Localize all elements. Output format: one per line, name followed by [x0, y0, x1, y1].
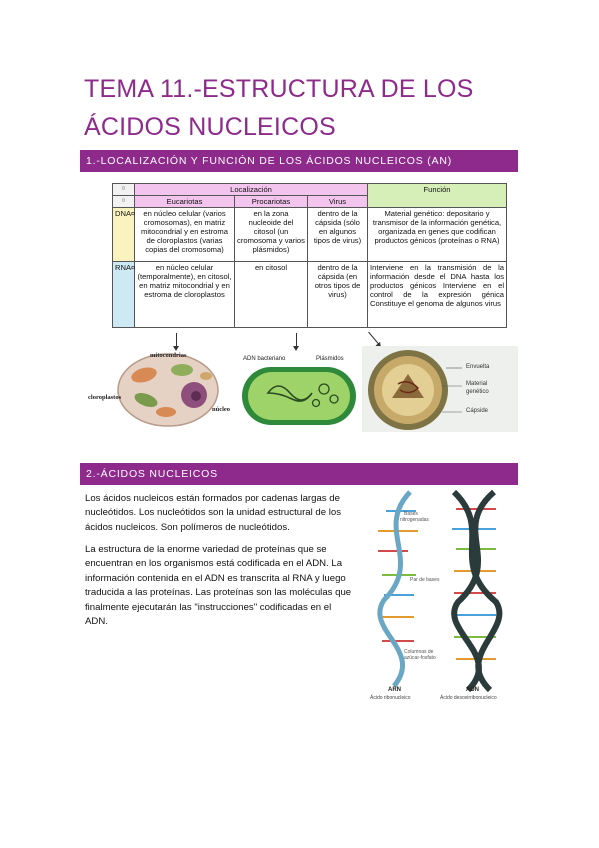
- label-capside: Cápside: [466, 408, 489, 414]
- dna-procariotas: en la zona nucleoide del citosol (un cro…: [234, 207, 308, 262]
- row-label-dna: DNA¤: [112, 207, 135, 262]
- label-nucleo: núcleo: [212, 406, 231, 413]
- label-envuelta: Envuelta: [466, 364, 490, 370]
- arrow-down-icon: [173, 333, 179, 351]
- arrow-down-icon: [368, 331, 380, 345]
- paragraph-1: Los ácidos nucleicos están formados por …: [85, 493, 341, 533]
- label-adn: ADN: [466, 687, 479, 693]
- arrow-down-icon: [293, 333, 299, 351]
- label-arn-full: Ácido ribonucleico: [370, 695, 411, 701]
- label-adn-full: Ácido desoxirribonucleico: [440, 695, 497, 701]
- virus-illustration: [362, 346, 518, 432]
- rna-funcion: Interviene en la transmisión de la infor…: [367, 261, 508, 328]
- label-columnas: Columnas de: [404, 649, 434, 655]
- label-material: Material: [466, 381, 488, 387]
- header-localizacion: Localización: [133, 183, 369, 196]
- label-cloroplastos: cloroplastos: [88, 394, 122, 401]
- rna-procariotas: en citosol: [234, 261, 308, 328]
- section-heading-2: 2.-ÁCIDOS NUCLEICOS: [80, 463, 518, 485]
- label-adn-bacteriano: ADN bacteriano: [243, 356, 286, 362]
- label-par-bases: Par de bases: [410, 577, 440, 583]
- label-nitrogenadas: nitrogenadas: [400, 517, 429, 523]
- paragraph-2: La estructura de la enorme variedad de p…: [85, 544, 352, 628]
- eukaryotic-cell-illustration: [117, 353, 219, 427]
- rna-virus: dentro de la cápsida (en otros tipos de …: [306, 261, 369, 328]
- header-eucariotas: Eucariotas: [134, 195, 235, 208]
- table-corner: ¤: [112, 183, 135, 196]
- bacterium-illustration: [242, 367, 356, 425]
- table-row: ¤ Localización Función: [112, 183, 508, 208]
- label-mitocondrias: mitocondrias: [150, 352, 187, 359]
- row-label-rna: RNA¤: [112, 261, 135, 328]
- section-heading-1: 1.-LOCALIZACIÓN Y FUNCIÓN DE LOS ÁCIDOS …: [80, 150, 518, 172]
- table-corner: ¤: [112, 195, 135, 208]
- dna-virus: dentro de la cápsida (sólo en algunos ti…: [306, 207, 369, 262]
- label-azucar: azúcar-fosfato: [404, 655, 436, 661]
- dna-eucariotas: en núcleo celular (varios cromosomas), e…: [134, 207, 235, 262]
- table-row: DNA¤ en núcleo celular (varios cromosoma…: [112, 207, 508, 262]
- dna-rna-illustration: [377, 490, 503, 693]
- rna-eucariotas: en núcleo celular (temporalmente), en ci…: [134, 261, 235, 328]
- header-procariotas: Procariotas: [234, 195, 308, 208]
- nucleic-acids-table: ¤ Localización Función ¤ Eucariotas Proc…: [112, 183, 508, 328]
- table-row: RNA¤ en núcleo celular (temporalmente), …: [112, 261, 508, 328]
- header-virus: Virus: [306, 195, 369, 208]
- label-genetico: genético: [466, 389, 489, 395]
- label-arn: ARN: [388, 687, 401, 693]
- page-title: TEMA 11.-ESTRUCTURA DE LOS ÁCIDOS NUCLEI…: [84, 75, 474, 141]
- dna-funcion: Material genético: depositario y transmi…: [367, 207, 508, 262]
- label-bases: Bases: [404, 511, 418, 517]
- label-plasmidos: Plásmidos: [316, 356, 344, 362]
- header-funcion: Función: [367, 183, 508, 208]
